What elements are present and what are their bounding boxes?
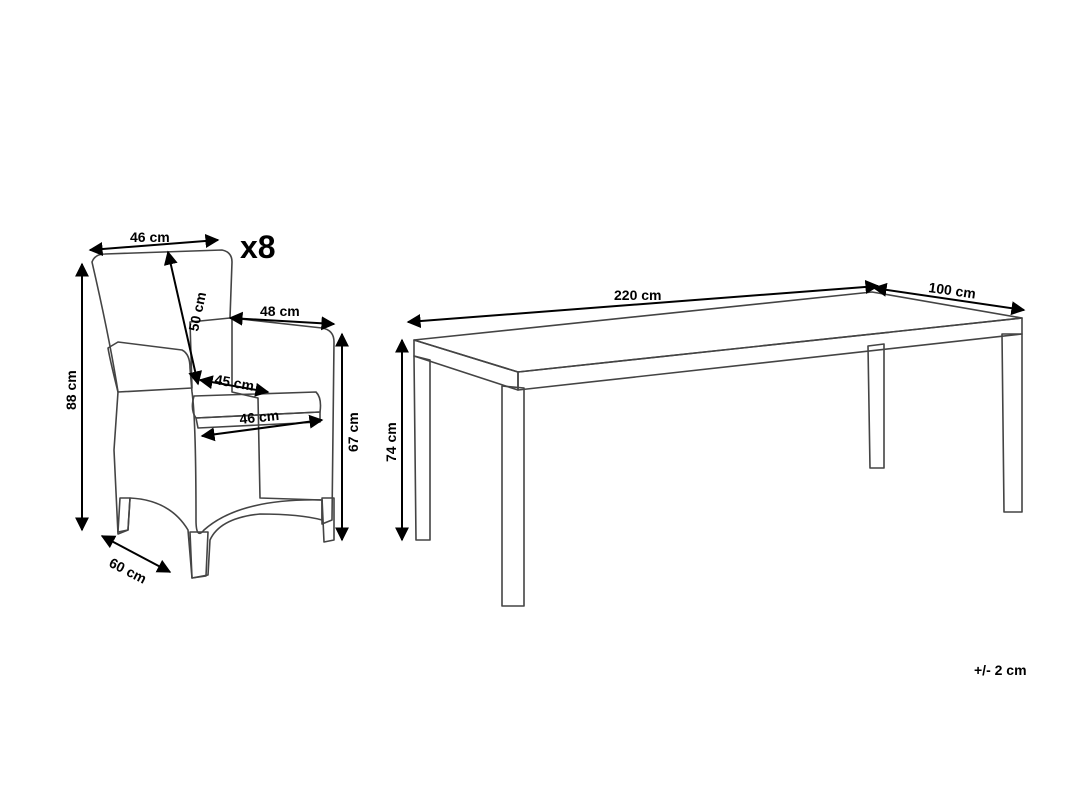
table-leg-front-left bbox=[413, 355, 431, 541]
table-height-label: 74 cm bbox=[383, 422, 399, 462]
chair-drawing bbox=[91, 249, 335, 579]
table-leg-far-right bbox=[1001, 333, 1023, 513]
table-width-label: 100 cm bbox=[928, 279, 977, 301]
chair-front-leg bbox=[189, 531, 209, 579]
table-leg-back-right bbox=[867, 343, 885, 469]
table-leg-front-right bbox=[501, 385, 525, 607]
chair-back-leg bbox=[117, 497, 131, 533]
table-side-apron bbox=[517, 317, 1023, 391]
chair-dimensions bbox=[75, 234, 349, 573]
table-top-surface bbox=[413, 291, 1023, 373]
chair-width-label: 46 cm bbox=[130, 229, 170, 245]
chair-armrest-label: 48 cm bbox=[260, 303, 300, 319]
chair-arm-height-label: 67 cm bbox=[345, 412, 361, 452]
chair-height-label: 88 cm bbox=[63, 370, 79, 410]
chair-seat-width-label: 46 cm bbox=[239, 407, 280, 427]
chair-rear-right-leg bbox=[321, 497, 335, 543]
tolerance-note: +/- 2 cm bbox=[974, 662, 1027, 678]
chair-seat-depth-label: 45 cm bbox=[213, 371, 255, 394]
table-dimensions bbox=[395, 279, 1026, 542]
chair-quantity-label: x8 bbox=[240, 229, 276, 265]
table-length-label: 220 cm bbox=[614, 287, 661, 303]
table-drawing bbox=[413, 291, 1023, 607]
chair-depth-label: 60 cm bbox=[107, 554, 150, 586]
chair-backrest-label: 50 cm bbox=[185, 290, 209, 332]
